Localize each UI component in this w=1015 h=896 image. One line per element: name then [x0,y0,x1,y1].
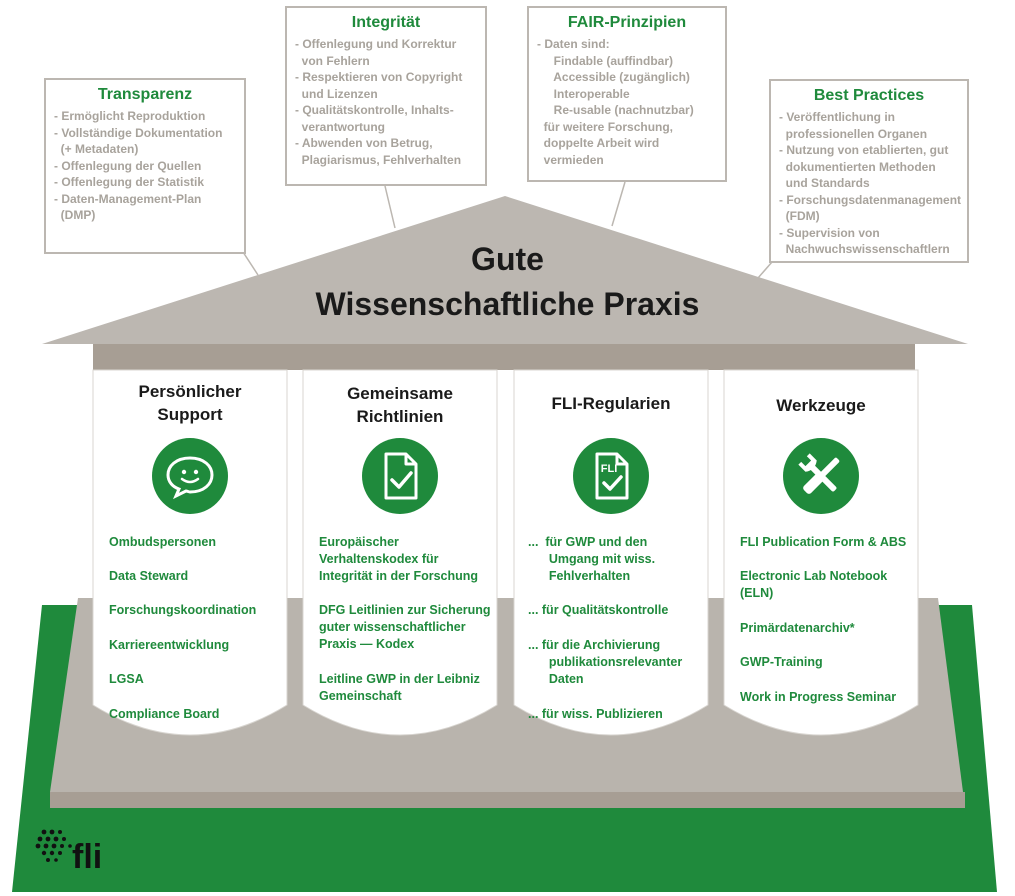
connector-integritaet [384,185,396,229]
callout-fair: FAIR-Prinzipien - Daten sind: Findable (… [527,6,727,182]
callout-line: professionellen Organen [779,126,928,141]
callout-lines: - Daten sind: Findable (auffindbar) Acce… [537,36,717,168]
callout-line: doppelte Arbeit wird [537,136,660,150]
callout-line: (FDM) [779,209,820,223]
pillar-item: Karriereentwicklung [109,638,230,652]
callout-line: - Offenlegung der Quellen [54,158,202,173]
pillar-item: Data Steward [109,569,189,583]
fli-logo-dots-icon [35,829,72,862]
callout-line: - Veröffentlichung in [779,110,895,124]
callout-line: - Offenlegung und Korrektur [295,37,457,51]
pillar-item: DFG Leitlinien zur Sicherung guter wisse… [319,603,491,651]
pillar-title-line: FLI-Regularien [551,394,671,413]
callout-line: - Forschungsdatenmanagement [779,192,962,207]
roof [42,196,968,344]
callout-line: und Lizenzen [295,86,378,101]
fli-icon-label: FLI [601,463,618,475]
roof-title-line1: Gute [471,241,544,277]
callout-line: verantwortung [295,119,386,134]
tools-icon [783,438,859,514]
callout-line: - Daten-Management-Plan [54,191,202,206]
callout-line: - Supervision von [779,225,880,240]
pillar-item: Electronic Lab Notebook (ELN) [740,569,888,600]
pillar-item: Europäischer Verhaltenskodex für Integri… [319,535,479,583]
pillar-item: Leitline GWP in der Leibniz Gemeinschaft [319,672,480,703]
pillar-title-line: Support [157,405,223,424]
connector-best-practices [757,261,773,279]
pillar-item: ... für die Archivierung publikationsrel… [528,638,683,686]
callout-line: Re-usable (nachnutzbar) [537,103,694,117]
callout-title: Transparenz [97,86,193,103]
pillar-shape-regularien [513,369,709,736]
pillar-item: LGSA [109,672,144,686]
connector-fair [611,181,626,227]
pillar-item: ... für wiss. Publizieren [528,707,663,721]
callout-line: von Fehlern [295,53,370,68]
pillar-title-line: Persönlicher [138,382,242,401]
fli-document-check-icon: FLI [573,438,649,514]
callout-line: - Nutzung von etablierten, gut [779,143,949,157]
callout-line: Accessible (zugänglich) [537,70,690,84]
callout-line: Findable (auffindbar) [537,53,673,68]
fli-logo-text: fli [72,838,103,876]
pillar-regularien: FLI-Regularien FLI ... für GWP und den U… [514,370,708,750]
pillar-shape-support [92,369,288,736]
callout-line: Nachwuchswissenschaftlern [779,242,950,256]
pillar-title: Persönlicher Support [93,380,287,426]
callout-line: und Standards [779,176,870,190]
pillar-title: Gemeinsame Richtlinien [303,382,497,428]
pillar-shape-richtlinien [302,369,498,736]
connector-transparenz [242,251,259,276]
callout-line: für weitere Forschung, [537,119,674,134]
callout-line: vermieden [537,152,604,167]
callout-lines: - Offenlegung und Korrektur von Fehlern -… [295,36,477,168]
callout-title: Integrität [351,14,421,31]
callout-line: dokumentierten Methoden [779,159,936,174]
pillar-title-line: Richtlinien [356,407,444,426]
pillar-item: Work in Progress Seminar [740,690,897,704]
callout-line: (+ Metadaten) [54,142,139,156]
callout-line: Plagiarismus, Fehlverhalten [295,152,462,167]
pillar-item: Forschungskoordination [109,603,257,617]
callout-line: - Respektieren von Copyright [295,70,463,84]
pillar-richtlinien: Gemeinsame Richtlinien Europäischer Verh… [303,370,497,750]
callout-title: Best Practices [813,87,925,104]
pillar-item: Ombudspersonen [109,535,216,549]
pillar-item: Primärdatenarchiv* [740,621,855,635]
callout-line: - Vollständige Dokumentation [54,125,223,140]
pillar-item: ... für Qualitätskontrolle [528,603,669,617]
pillar-item: GWP-Training [740,655,823,669]
pillar-item: FLI Publication Form & ABS [740,535,907,549]
callout-lines: - Veröffentlichung in professionellen Or… [779,109,962,258]
callout-lines: - Ermöglicht Reproduktion - Vollständige … [54,108,236,224]
callout-best-practices: Best Practices - Veröffentlichung in pro… [769,79,969,263]
callout-title: FAIR-Prinzipien [567,14,687,31]
callout-line: - Offenlegung der Statistik [54,175,205,189]
callout-line: - Abwenden von Betrug, [295,136,433,150]
callout-line: - Qualitätskontrolle, Inhalts- [295,103,454,117]
pillar-title-line: Werkzeuge [776,396,866,415]
pillar-title: FLI-Regularien [514,392,708,415]
roof-beam [93,344,915,370]
pillar-title-line: Gemeinsame [347,384,453,403]
document-check-icon [362,438,438,514]
pillar-title: Werkzeuge [724,394,918,417]
pillar-werkzeuge: Werkzeuge FLI Publication Form & ABS Elec… [724,370,918,750]
callout-line: - Ermöglicht Reproduktion [54,109,206,123]
fli-logo: fli [34,828,114,880]
pillar-item: Compliance Board [109,707,220,721]
callout-transparenz: Transparenz - Ermöglicht Reproduktion - V… [44,78,246,254]
pillar-shape-werkzeuge [723,369,919,736]
callout-line: (DMP) [54,208,96,222]
roof-title-line2: Wissenschaftliche Praxis [315,286,700,322]
pillar-item: ... für GWP und den Umgang mit wiss. Feh… [528,535,656,583]
callout-integritaet: Integrität - Offenlegung und Korrektur v… [285,6,487,186]
speech-bubble-icon [152,438,228,514]
callout-line: Interoperable [537,86,630,101]
platform-step-bottom [50,792,965,808]
callout-line: - Daten sind: [537,37,610,51]
